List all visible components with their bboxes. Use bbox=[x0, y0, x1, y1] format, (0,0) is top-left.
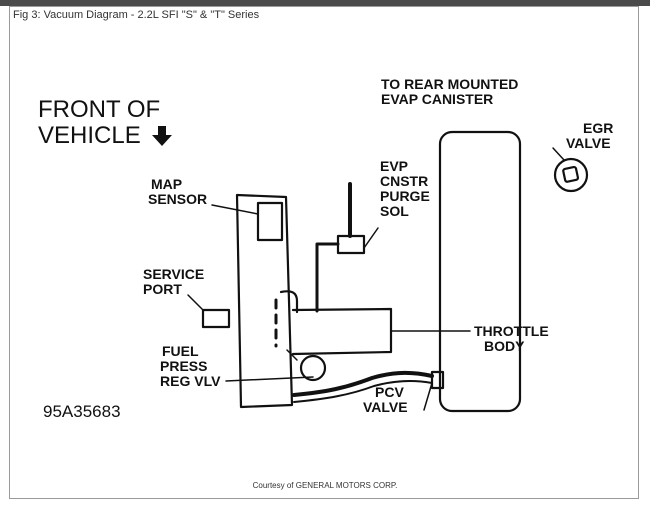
map-sensor-unit bbox=[256, 201, 284, 242]
service-port-unit bbox=[201, 308, 231, 329]
leader-evp-solenoid bbox=[363, 227, 379, 249]
egr-valve-unit bbox=[553, 157, 589, 193]
throttle-body-label: THROTTLE BODY bbox=[474, 323, 553, 354]
leader-service-port bbox=[187, 294, 204, 311]
window-top-bar bbox=[0, 0, 650, 6]
hose-solenoid-to-intake bbox=[315, 242, 340, 313]
leader-pcv-valve bbox=[423, 382, 433, 411]
leader-fuel-press-reg bbox=[225, 376, 314, 382]
front-of-vehicle-label: FRONT OF VEHICLE bbox=[38, 96, 167, 149]
pcv-hose bbox=[292, 370, 434, 397]
leader-map-sensor bbox=[211, 204, 259, 215]
rear-canister-label: TO REAR MOUNTED EVAP CANISTER bbox=[381, 76, 522, 107]
evp-purge-sol-label: EVP CNSTR PURGE SOL bbox=[380, 158, 434, 219]
map-sensor-label: MAP SENSOR bbox=[148, 176, 207, 207]
leader-regulator-hook bbox=[286, 349, 298, 361]
intake-manifold bbox=[235, 193, 294, 409]
courtesy-text: Courtesy of GENERAL MOTORS CORP. bbox=[252, 481, 398, 490]
pcv-valve-label: PCV VALVE bbox=[363, 384, 408, 415]
figure-code: 95A35683 bbox=[43, 402, 121, 421]
fuel-pressure-regulator bbox=[299, 354, 327, 382]
egr-valve-port bbox=[562, 165, 580, 183]
intake-runner bbox=[291, 307, 393, 356]
throttle-body-unit bbox=[438, 130, 522, 413]
service-port-label: SERVICE PORT bbox=[143, 266, 208, 297]
arrow-down-icon bbox=[152, 126, 172, 146]
fuel-press-reg-label: FUEL PRESS REG VLV bbox=[160, 343, 221, 389]
figure-title: Fig 3: Vacuum Diagram - 2.2L SFI "S" & "… bbox=[13, 9, 260, 21]
pcv-valve-unit bbox=[430, 370, 445, 390]
leader-egr-valve bbox=[552, 147, 565, 161]
plenum-vacuum-fitting bbox=[279, 290, 299, 314]
figure-frame bbox=[9, 6, 639, 499]
egr-valve-label: EGR VALVE bbox=[566, 120, 617, 151]
evp-purge-solenoid bbox=[336, 234, 366, 255]
pcv-hose-inner bbox=[293, 380, 433, 403]
